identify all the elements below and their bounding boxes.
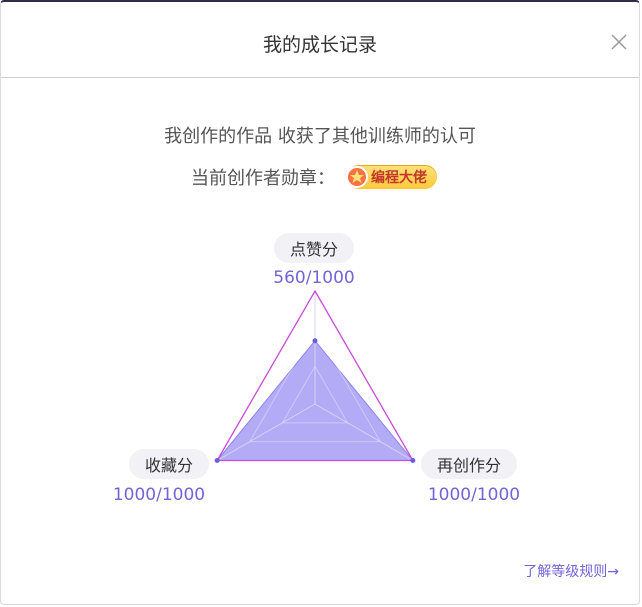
radar-spoke bbox=[314, 403, 414, 461]
dialog-header: 我的成长记录 bbox=[1, 2, 639, 78]
axis-value-remix: 1000/1000 bbox=[427, 485, 521, 505]
rules-link[interactable]: 了解等级规则→ bbox=[523, 564, 619, 580]
badge-row: 当前创作者勋章： 编程大佬 bbox=[191, 164, 437, 190]
radar-max-outline bbox=[216, 289, 414, 462]
radar-spoke bbox=[216, 403, 316, 461]
radar-data-point bbox=[312, 338, 318, 344]
axis-value-likes: 560/1000 bbox=[273, 268, 355, 288]
badge-name: 编程大佬 bbox=[371, 170, 427, 186]
radar-chart bbox=[214, 289, 416, 463]
close-icon[interactable] bbox=[609, 32, 629, 52]
axis-label-favorites: 收藏分 bbox=[129, 449, 209, 479]
radar-data-point bbox=[214, 458, 220, 463]
creator-badge: 编程大佬 bbox=[346, 165, 437, 189]
dialog-subtitle: 我创作的作品 收获了其他训练师的认可 bbox=[164, 126, 476, 147]
dialog-title: 我的成长记录 bbox=[262, 34, 377, 56]
radar-data-point bbox=[410, 458, 416, 463]
axis-value-favorites: 1000/1000 bbox=[112, 485, 206, 505]
radar-grid-level bbox=[281, 365, 349, 424]
radar-grid-level bbox=[248, 327, 382, 443]
axis-label-remix: 再创作分 bbox=[421, 449, 517, 479]
badge-label: 当前创作者勋章： bbox=[191, 168, 335, 189]
axis-label-likes: 点赞分 bbox=[274, 233, 354, 263]
medal-icon bbox=[346, 166, 368, 188]
